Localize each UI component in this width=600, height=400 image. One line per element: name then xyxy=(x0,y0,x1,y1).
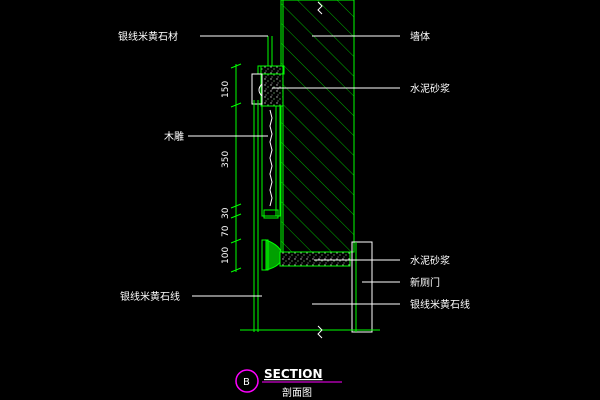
dimension-line xyxy=(230,63,242,273)
stone-facing xyxy=(267,36,273,66)
section-marker-circle xyxy=(235,369,259,393)
dim-150: 150 xyxy=(221,81,231,98)
label-new-door: 新厕门 xyxy=(410,276,440,289)
label-stone-line-left: 银线米黄石线 xyxy=(120,290,180,303)
dim-70: 70 xyxy=(221,225,231,237)
leader-lines xyxy=(188,35,400,305)
label-cement-mortar-top: 水泥砂浆 xyxy=(410,82,450,95)
cement-mortar-block-top xyxy=(260,65,284,107)
stone-moulding xyxy=(261,239,283,271)
dim-100: 100 xyxy=(221,247,231,264)
dim-350: 350 xyxy=(221,151,231,168)
wood-panel xyxy=(253,100,281,332)
section-subtitle: 剖面图 xyxy=(282,386,312,399)
title-block: B SECTION 剖面图 xyxy=(235,367,342,399)
label-stone-top: 银线米黄石材 xyxy=(118,30,178,43)
door-frame xyxy=(351,241,373,333)
label-wood-strip: 木雕 xyxy=(164,130,184,143)
dimension-labels: 150 350 30 70 100 xyxy=(221,81,231,264)
stone-cap xyxy=(251,65,285,105)
label-stone-line-right: 银线米黄石线 xyxy=(410,298,470,311)
label-cement-mortar-bottom: 水泥砂浆 xyxy=(410,254,450,267)
section-marker-letter: B xyxy=(243,377,250,388)
floor-mortar xyxy=(279,251,351,267)
wall xyxy=(280,0,355,253)
label-wall: 墙体 xyxy=(410,30,430,43)
section-title: SECTION xyxy=(264,367,323,381)
trim-block xyxy=(263,209,279,219)
break-marks xyxy=(317,1,323,339)
dim-30: 30 xyxy=(221,207,231,219)
